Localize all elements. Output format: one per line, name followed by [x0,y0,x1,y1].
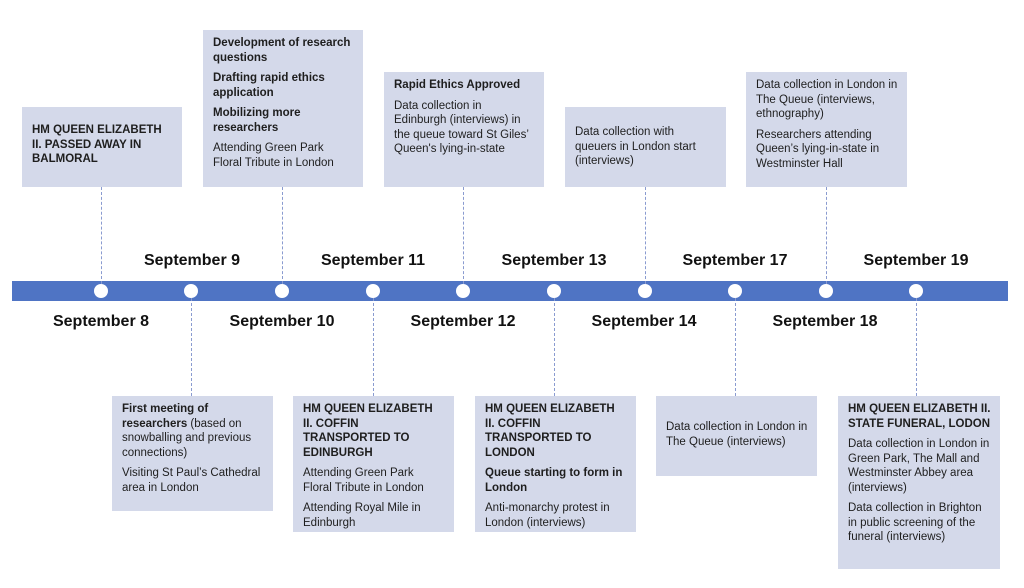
event-box: HM QUEEN ELIZABETH II. COFFIN TRANSPORTE… [293,396,454,532]
connector-line [826,187,827,284]
event-text: Visiting St Paul’s Cathedral area in Lon… [122,467,261,494]
event-text: HM QUEEN ELIZABETH II. COFFIN TRANSPORTE… [485,403,615,459]
connector-line [191,298,192,396]
event-box: HM QUEEN ELIZABETH II. STATE FUNERAL, LO… [838,396,1000,569]
connector-line [463,187,464,284]
date-label: September 9 [143,252,241,269]
date-label: September 17 [682,252,788,269]
timeline-dot [547,284,561,298]
timeline-bar [12,281,1008,301]
event-text: First meeting of researchers (based on s… [122,402,264,460]
event-text-tail: (based on snowballing and previous conne… [122,417,252,459]
event-box: Data collection with queuers in London s… [565,107,726,187]
event-text: Data collection with queuers in London s… [575,126,696,167]
event-text: HM QUEEN ELIZABETH II. PASSED AWAY IN BA… [32,124,162,165]
connector-line [282,187,283,284]
timeline-dot [366,284,380,298]
event-text-bold: First meeting of researchers [122,403,209,430]
event-text: Rapid Ethics Approved [394,79,521,91]
event-text: Data collection in Edinburgh (interviews… [394,99,529,156]
date-label: September 18 [772,313,878,330]
timeline-dot [94,284,108,298]
timeline-dot [728,284,742,298]
date-label: September 10 [229,313,335,330]
date-label: September 19 [863,252,969,269]
timeline-dot [819,284,833,298]
timeline-dot [456,284,470,298]
connector-line [916,298,917,396]
event-text: HM QUEEN ELIZABETH II. STATE FUNERAL, LO… [848,403,991,430]
date-label: September 8 [52,313,150,330]
connector-line [735,298,736,396]
event-text: Attending Green Park Floral Tribute in L… [303,467,424,494]
date-label: September 11 [320,252,426,269]
date-label: September 12 [410,313,516,330]
event-box: First meeting of researchers (based on s… [112,396,273,511]
timeline-dot [275,284,289,298]
event-text: Mobilizing more researchers [213,107,301,134]
date-label: September 14 [591,313,697,330]
event-text: Data collection in London in The Queue (… [756,79,898,120]
event-box: Development of research questions Drafti… [203,30,363,187]
event-text: Attending Royal Mile in Edinburgh [303,502,421,529]
event-text: Drafting rapid ethics application [213,72,325,99]
event-text: HM QUEEN ELIZABETH II. COFFIN TRANSPORTE… [303,403,433,459]
event-box: Rapid Ethics Approved Data collection in… [384,72,544,187]
event-text: Anti-monarchy protest in London (intervi… [485,502,610,529]
timeline-dot [638,284,652,298]
event-box: Data collection in London in The Queue (… [656,396,817,476]
event-text: Data collection in London in The Queue (… [666,421,808,448]
date-label: September 13 [501,252,607,269]
event-box: HM QUEEN ELIZABETH II. COFFIN TRANSPORTE… [475,396,636,532]
timeline-dot [184,284,198,298]
event-text: Researchers attending Queen’s lying-in-s… [756,128,880,170]
event-box: Data collection in London in The Queue (… [746,72,907,187]
connector-line [101,187,102,284]
connector-line [554,298,555,396]
event-text: Queue starting to form in London [485,467,623,494]
event-text: Development of research questions [213,37,351,64]
event-text: Attending Green Park Floral Tribute in L… [213,142,334,169]
connector-line [373,298,374,396]
connector-line [645,187,646,284]
timeline-dot [909,284,923,298]
event-text: Data collection in Brighton in public sc… [848,502,982,543]
event-text: Data collection in London in Green Park,… [848,438,990,494]
event-box: HM QUEEN ELIZABETH II. PASSED AWAY IN BA… [22,107,182,187]
